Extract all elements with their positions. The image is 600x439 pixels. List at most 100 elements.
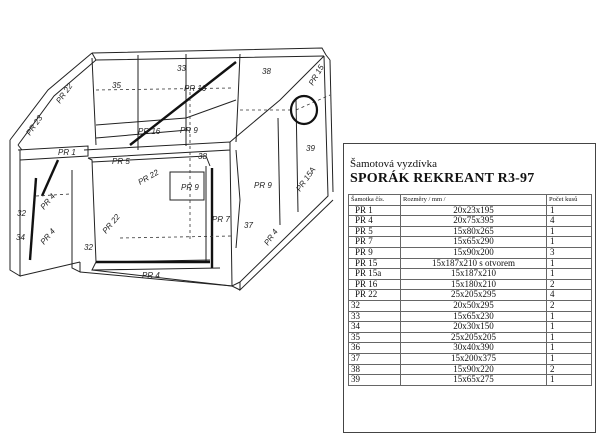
part-number-cell: 36 [348,342,401,354]
part-number-cell: PR 7 [348,236,401,248]
label-34: 34 [16,233,25,242]
label-pr22-bottom: PR 22 [101,212,123,235]
dimensions-cell: 15x90x200 [400,246,547,259]
count-cell: 4 [546,215,592,227]
label-pr16-mid: PR 16 [138,127,161,136]
dimensions-cell: 25x205x205 [400,331,547,344]
label-pr15: PR 15 [307,63,326,87]
count-cell: 1 [546,331,592,344]
label-39: 39 [306,144,315,153]
part-number-cell: PR 16 [348,278,401,291]
count-cell: 1 [546,374,592,386]
count-cell: 3 [546,246,592,259]
part-number-cell: 39 [348,374,401,386]
label-pr4-bottom: PR 4 [142,271,160,280]
dimensions-cell: 15x80x265 [400,225,547,238]
label-32: 32 [17,209,26,218]
dimensions-cell: 15x65x275 [400,374,547,386]
dimensions-cell: 20x30x150 [400,321,547,333]
count-cell: 1 [546,321,592,333]
label-pr16-top: PR 16 [184,84,207,93]
dimensions-cell: 15x90x220 [400,363,547,376]
part-number-cell: PR 1 [348,204,401,217]
label-pr4-left2: PR 4 [39,226,58,246]
header-dimensions: Rozměry / mm / [400,194,547,206]
header-count: Počet kusů [546,194,592,206]
dimensions-cell: 20x75x395 [400,215,547,227]
dimensions-cell: 15x65x230 [400,310,547,323]
dimensions-cell: 25x205x295 [400,289,547,301]
part-number-cell: PR 15 [348,257,401,270]
part-number-cell: 35 [348,331,401,344]
part-number-cell: PR 5 [348,225,401,238]
label-pr1: PR 1 [58,148,76,157]
drawing-thick-edges [28,61,237,268]
parts-table: Šamotka čís. Rozměry / mm / Počet kusů P… [348,194,592,386]
label-pr9-front: PR 9 [181,183,199,192]
count-cell: 4 [546,289,592,301]
dimensions-cell: 15x187x210 [400,268,547,280]
label-32-bottom: 32 [84,243,93,252]
count-cell: 1 [546,342,592,354]
drawing-hidden-lines [35,87,331,240]
count-cell: 1 [546,257,592,270]
count-cell: 2 [546,299,592,312]
count-cell: 1 [546,204,592,217]
count-cell: 1 [546,225,592,238]
part-number-cell: PR 15a [348,268,401,280]
count-cell: 1 [546,310,592,323]
part-number-cell: PR 4 [348,215,401,227]
label-pr7: PR 7 [212,215,230,224]
drawing-outlines [9,47,334,292]
part-number-cell: PR 22 [348,289,401,301]
label-pr4-right: PR 4 [262,227,280,247]
part-number-cell: 38 [348,363,401,376]
label-38-mid: 38 [198,152,207,161]
count-cell: 1 [546,268,592,280]
dimensions-cell: 15x180x210 [400,278,547,291]
count-cell: 2 [546,278,592,291]
sheet-subtitle: Šamotová vyzdívka [350,158,438,170]
count-cell: 1 [546,236,592,248]
parts-list-sheet: Šamotová vyzdívka SPORÁK REKREANT R3-97 … [343,143,596,433]
dimensions-cell: 20x50x295 [400,299,547,312]
sheet-title: SPORÁK REKREANT R3-97 [350,171,535,186]
count-cell: 1 [546,352,592,365]
pr15-opening [289,94,319,126]
label-pr5: PR 5 [112,157,130,166]
label-pr9-right: PR 9 [254,181,272,190]
dimensions-cell: 20x23x195 [400,204,547,217]
label-pr9-mid: PR 9 [180,126,198,135]
part-number-cell: 33 [348,310,401,323]
header-part-number: Šamotka čís. [348,194,401,206]
label-33: 33 [177,64,186,73]
dimensions-cell: 15x65x290 [400,236,547,248]
label-pr22-mid: PR 22 [137,168,161,187]
label-37: 37 [244,221,253,230]
part-number-cell: 34 [348,321,401,333]
count-cell: 2 [546,363,592,376]
dimensions-cell: 30x40x390 [400,342,547,354]
dimensions-cell: 15x187x210 s otvorem [400,257,547,270]
part-number-cell: 37 [348,352,401,365]
label-38-top: 38 [262,67,271,76]
part-number-cell: 32 [348,299,401,312]
